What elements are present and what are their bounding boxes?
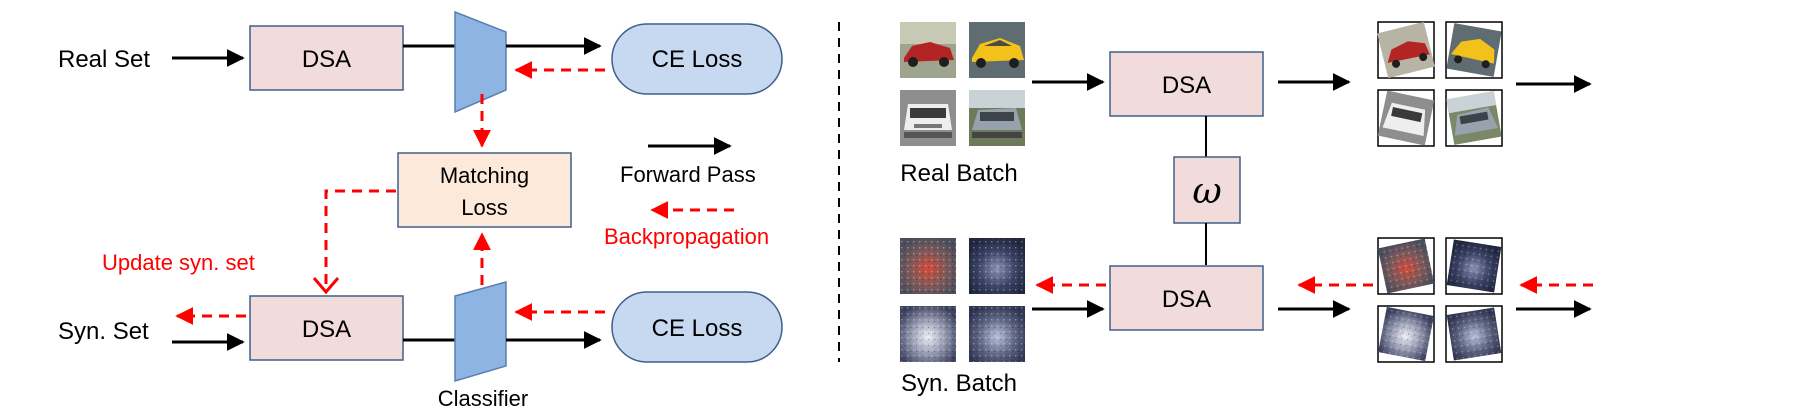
noisy-car-image-white <box>900 306 956 362</box>
backprop-path-matching-to-syn-dsa <box>324 189 396 288</box>
matching-loss-box <box>397 152 572 228</box>
omega-box <box>1173 156 1241 224</box>
augmented-car-image-white <box>1377 89 1435 147</box>
legend-backprop-label: Backpropagation <box>604 224 769 249</box>
augmented-car-image-yellow <box>1445 21 1503 79</box>
augmented-noisy-image-red <box>1377 237 1435 295</box>
dsa-right-top-label: DSA <box>1162 72 1211 99</box>
real-set-label: Real Set <box>58 46 150 73</box>
matching-loss-label-2: Loss <box>461 195 507 220</box>
ce-bottom-label: CE Loss <box>652 315 743 342</box>
ce-loss-bottom <box>611 291 783 363</box>
omega-symbol: ω <box>1192 171 1221 212</box>
dsa-right-top <box>1109 51 1264 117</box>
dsa-bottom-label: DSA <box>302 316 351 343</box>
dsa-box-top <box>249 25 404 91</box>
augmented-noisy-image-blue <box>1445 305 1503 363</box>
augmented-car-image-red <box>1377 21 1435 79</box>
augmented-car-image-gray <box>1445 89 1503 147</box>
real-batch-images <box>900 22 1025 146</box>
classifier-top <box>454 10 507 114</box>
augmented-noisy-image-dark <box>1445 237 1503 295</box>
augmented-noisy-image-white <box>1377 305 1435 363</box>
ce-top-label: CE Loss <box>652 46 743 73</box>
car-image-red <box>900 22 956 78</box>
update-syn-set-label: Update syn. set <box>102 250 255 275</box>
augmented-real-images <box>1377 21 1503 147</box>
dsa-box-bottom <box>249 295 404 361</box>
syn-batch-images <box>900 238 1025 362</box>
dsa-top-label: DSA <box>302 46 351 73</box>
real-batch-label: Real Batch <box>900 160 1017 187</box>
open-arrowhead-icon <box>312 277 340 295</box>
car-image-yellow <box>969 22 1025 78</box>
legend-forward-label: Forward Pass <box>620 162 756 187</box>
noisy-car-image-dark <box>969 238 1025 294</box>
classifier-label: Classifier <box>438 386 528 411</box>
noisy-car-image-blue <box>969 306 1025 362</box>
classifier-bottom <box>454 281 507 383</box>
dsa-right-bottom-label: DSA <box>1162 286 1211 313</box>
car-image-white <box>900 90 956 146</box>
matching-loss-label-1: Matching <box>440 163 529 188</box>
dsa-right-bottom <box>1109 265 1264 331</box>
car-image-gray <box>969 90 1025 146</box>
syn-set-label: Syn. Set <box>58 318 149 345</box>
augmented-syn-images <box>1377 237 1503 363</box>
syn-batch-label: Syn. Batch <box>901 370 1017 397</box>
ce-loss-top <box>611 23 783 95</box>
noisy-car-image-red <box>900 238 956 294</box>
